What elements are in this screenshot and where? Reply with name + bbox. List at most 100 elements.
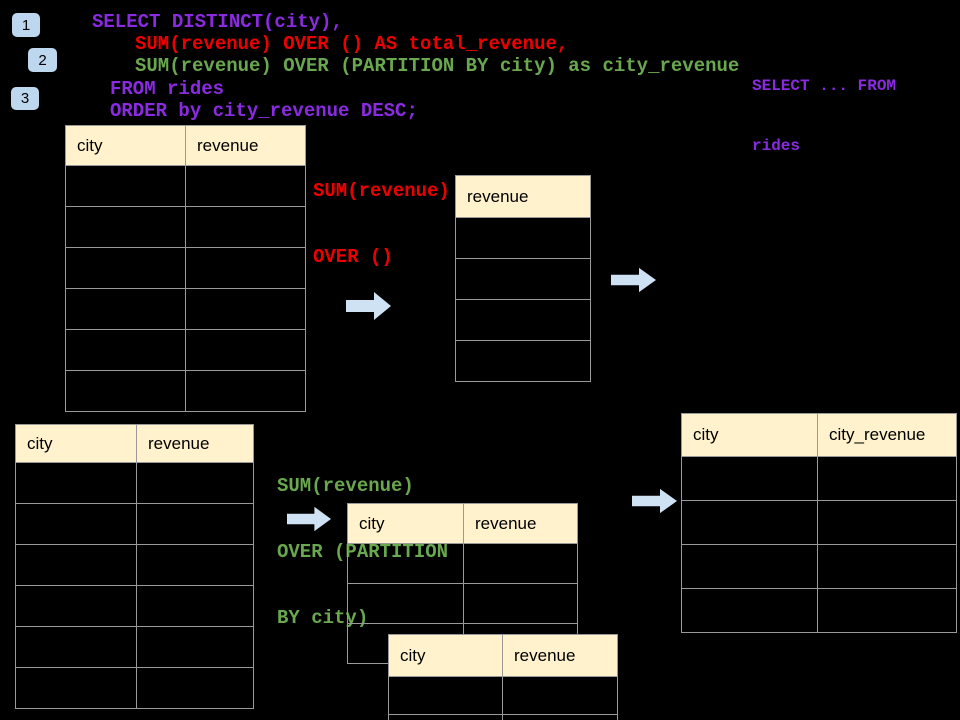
table-row: [65, 329, 306, 371]
column-header-revenue: revenue: [185, 125, 306, 166]
table-row: [15, 585, 254, 627]
annotation-select-from-line1: SELECT ... FROM: [752, 77, 897, 95]
step-badge-1: 1: [12, 13, 40, 37]
sql-line-order-by: ORDER by city_revenue DESC;: [110, 100, 418, 122]
column-header-city-revenue: city_revenue: [817, 413, 957, 457]
table-cell-empty: [185, 329, 306, 371]
table-cell-empty: [15, 626, 137, 668]
column-header-city: city: [388, 634, 503, 677]
table-cell-empty: [817, 544, 957, 589]
column-header-city: city: [15, 424, 137, 463]
table-row: [681, 500, 957, 545]
annotation-partition-line1: SUM(revenue): [277, 475, 414, 497]
table-row: [681, 456, 957, 501]
table-header-row: city revenue: [15, 424, 254, 463]
table-row: [455, 258, 591, 300]
annotation-total-line1: SUM(revenue): [313, 180, 450, 202]
table-cell-empty: [136, 462, 254, 504]
table-row: [65, 206, 306, 248]
table-cell-empty: [185, 370, 306, 412]
table-cell-empty: [65, 206, 186, 248]
table-cell-empty: [388, 676, 503, 715]
table-row: [65, 288, 306, 330]
table-cell-empty: [136, 544, 254, 586]
table-cell-empty: [817, 588, 957, 633]
table-row: [15, 503, 254, 545]
annotation-total-revenue: SUM(revenue) OVER (): [313, 136, 450, 312]
table-cell-empty: [463, 543, 578, 584]
table-cell-empty: [681, 544, 818, 589]
table-cell-empty: [347, 543, 464, 584]
column-header-city: city: [347, 503, 464, 544]
annotation-total-line2: OVER (): [313, 246, 393, 268]
arrow-right-icon: [346, 292, 391, 320]
table-cell-empty: [502, 676, 618, 715]
table-cell-empty: [502, 714, 618, 720]
table-header-row: city city_revenue: [681, 413, 957, 457]
table-row: [681, 588, 957, 633]
table-row: [455, 340, 591, 382]
table-cell-empty: [185, 206, 306, 248]
table-cell-empty: [136, 626, 254, 668]
table-cell-empty: [15, 544, 137, 586]
table-cell-empty: [15, 667, 137, 709]
column-header-revenue: revenue: [502, 634, 618, 677]
table-cell-empty: [15, 462, 137, 504]
table-row: [681, 544, 957, 589]
table-cell-empty: [65, 288, 186, 330]
table-row: [15, 462, 254, 504]
table-row: [347, 583, 578, 624]
table-cell-empty: [15, 585, 137, 627]
table-row: [65, 370, 306, 412]
column-header-city: city: [681, 413, 818, 457]
step-badge-2: 2: [28, 48, 57, 72]
table-rides-source-top: city revenue: [65, 125, 306, 412]
table-cell-empty: [388, 714, 503, 720]
table-row: [65, 247, 306, 289]
table-cell-empty: [65, 247, 186, 289]
arrow-right-icon: [632, 488, 677, 514]
column-header-revenue: revenue: [455, 175, 591, 218]
table-header-row: city revenue: [347, 503, 578, 544]
table-cell-empty: [136, 667, 254, 709]
table-row: [455, 299, 591, 341]
table-cell-empty: [185, 288, 306, 330]
column-header-city: city: [65, 125, 186, 166]
table-row: [347, 543, 578, 584]
table-row: [65, 165, 306, 207]
table-row: [388, 676, 618, 715]
table-cell-empty: [347, 583, 464, 624]
table-row: [15, 544, 254, 586]
arrow-right-icon: [287, 506, 332, 532]
sql-line-sum-over-total: SUM(revenue) OVER () AS total_revenue,: [135, 33, 569, 55]
column-header-revenue: revenue: [463, 503, 578, 544]
annotation-select-from: SELECT ... FROM rides: [752, 36, 896, 196]
arrow-right-icon: [611, 267, 656, 293]
column-header-revenue: revenue: [136, 424, 254, 463]
table-rides-source-bottom: city revenue: [15, 424, 254, 709]
sql-line-select: SELECT DISTINCT(city),: [92, 11, 343, 33]
table-cell-empty: [136, 585, 254, 627]
table-header-row: city revenue: [388, 634, 618, 677]
table-cell-empty: [185, 165, 306, 207]
table-row: [15, 667, 254, 709]
step-badge-3: 3: [11, 87, 39, 110]
table-cell-empty: [681, 456, 818, 501]
table-cell-empty: [463, 583, 578, 624]
table-cell-empty: [817, 456, 957, 501]
table-cell-empty: [681, 588, 818, 633]
table-row: [15, 626, 254, 668]
table-header-row: revenue: [455, 175, 591, 218]
table-row: [388, 714, 618, 720]
table-cell-empty: [455, 258, 591, 300]
table-cell-empty: [455, 299, 591, 341]
sql-line-from: FROM rides: [110, 78, 225, 100]
table-cell-empty: [185, 247, 306, 289]
table-cell-empty: [817, 500, 957, 545]
table-cell-empty: [65, 165, 186, 207]
table-cell-empty: [15, 503, 137, 545]
table-city-revenue-result: city city_revenue: [681, 413, 957, 633]
table-cell-empty: [136, 503, 254, 545]
table-partition-group-front: city revenue: [388, 634, 618, 720]
